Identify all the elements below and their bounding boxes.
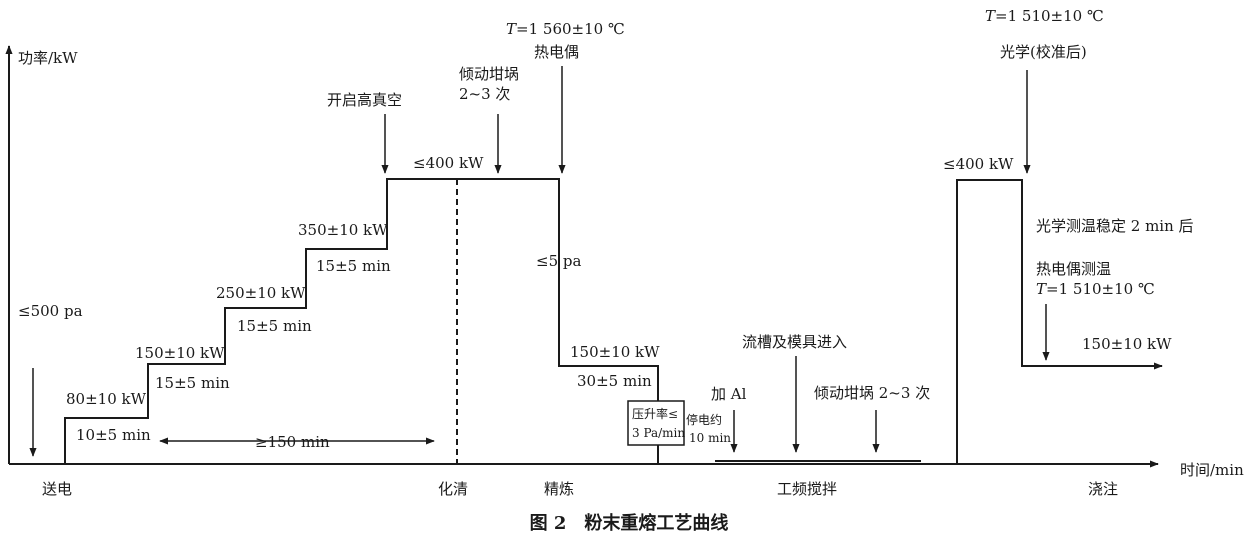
stage-feed-power: 送电 (42, 480, 72, 498)
power-curve-melting (64, 178, 659, 464)
tilt-1-label: 倾动坩埚 (459, 65, 519, 83)
step-4-power: 350±10 kW (298, 221, 388, 239)
step-2-power: 150±10 kW (135, 344, 225, 362)
pressure-rise-label: 压升率≤ (632, 406, 678, 421)
figure-caption: 图 2 粉末重熔工艺曲线 (530, 512, 729, 534)
x-axis-label: 时间/min (1180, 461, 1244, 479)
refine-power-label: 150±10 kW (570, 343, 660, 361)
power-off-duration: 10 min (689, 431, 731, 445)
pressure-rise-value: 3 Pa/min (632, 426, 685, 440)
launder-mold-label: 流槽及模具进入 (742, 333, 847, 351)
vacuum-start-label: ≤500 pa (18, 302, 83, 320)
pour-power-label: 150±10 kW (1082, 335, 1172, 353)
max-power-2-label: ≤400 kW (943, 155, 1014, 173)
max-power-1-label: ≤400 kW (413, 154, 484, 172)
thermocouple-measure-label: 热电偶测温 (1036, 260, 1111, 278)
step-1-time: 10±5 min (76, 426, 151, 444)
stage-melt-clear: 化清 (438, 480, 468, 498)
thermocouple-1-label: 热电偶 (534, 43, 579, 61)
stage-pouring: 浇注 (1088, 480, 1118, 498)
tilt-2-label: 倾动坩埚 2~3 次 (814, 384, 930, 402)
step-1-power: 80±10 kW (66, 390, 147, 408)
step-4-time: 15±5 min (316, 257, 391, 275)
y-axis-label: 功率/kW (18, 49, 78, 67)
tilt-1-count: 2~3 次 (459, 85, 510, 103)
high-vacuum-label: 开启高真空 (327, 91, 402, 109)
stage-refining: 精炼 (544, 480, 574, 498)
add-al-label: 加 Al (711, 385, 747, 403)
optical-stable-label: 光学测温稳定 2 min 后 (1036, 217, 1194, 235)
stage-stirring: 工频搅拌 (777, 480, 837, 498)
power-off-label: 停电约 (686, 412, 722, 427)
temp-3-label: T=1 510±10 ℃ (1036, 280, 1155, 298)
temp-2-label: T=1 510±10 ℃ (985, 7, 1104, 25)
step-3-time: 15±5 min (237, 317, 312, 335)
power-curve-pouring (956, 179, 1163, 464)
duration-label: ≥150 min (255, 433, 330, 451)
step-2-time: 15±5 min (155, 374, 230, 392)
refine-time-label: 30±5 min (577, 372, 652, 390)
optical-calibrated-label: 光学(校准后) (1000, 43, 1087, 61)
pressure-rise-box (627, 400, 685, 446)
step-3-power: 250±10 kW (216, 284, 306, 302)
temp-1-label: T=1 560±10 ℃ (506, 20, 625, 38)
pressure-limit-label: ≤5 pa (536, 252, 581, 270)
